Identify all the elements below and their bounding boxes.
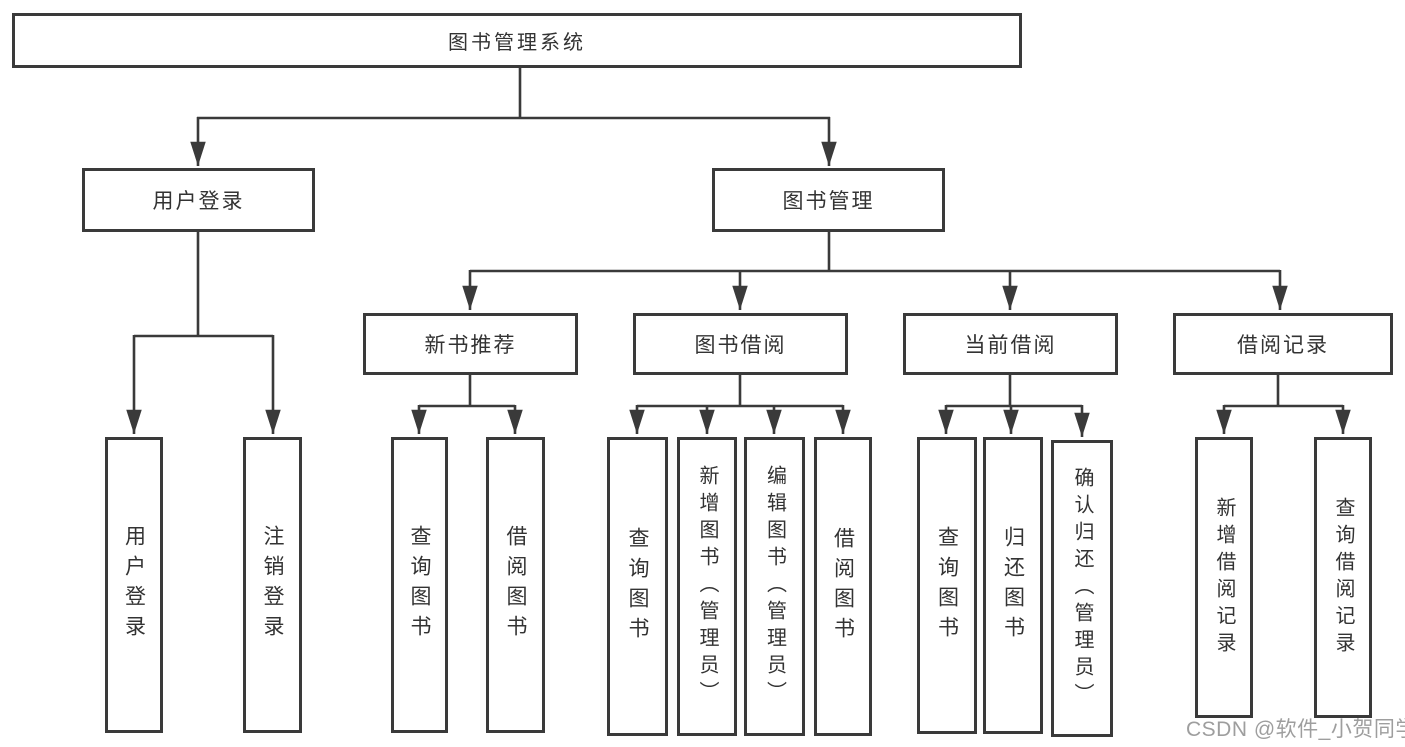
node-label: 借阅记录 <box>1237 334 1329 357</box>
leaf-user-login: 用户登录 <box>105 437 163 733</box>
node-label: 查询借阅记录 <box>1332 496 1354 659</box>
connector-root-to-level2 <box>190 66 837 166</box>
node-label: 图书管理系统 <box>448 32 586 54</box>
leaf-query-books-recommend: 查询图书 <box>391 437 448 733</box>
node-user-login: 用户登录 <box>82 168 315 232</box>
node-label: 借阅图书 <box>831 526 855 647</box>
node-label: 新增图书（管理员） <box>696 465 718 708</box>
node-label: 借阅图书 <box>504 525 527 645</box>
leaf-add-borrow-record: 新增借阅记录 <box>1195 437 1253 718</box>
leaf-logout: 注销登录 <box>243 437 302 733</box>
node-label: 注销登录 <box>261 525 284 645</box>
connector-borrow-records-branch <box>1216 375 1351 434</box>
node-label: 当前借阅 <box>964 334 1057 357</box>
leaf-edit-books-admin: 编辑图书（管理员） <box>744 437 805 736</box>
node-label: 确认归还（管理员） <box>1071 467 1093 710</box>
leaf-query-books-borrowing: 查询图书 <box>607 437 668 736</box>
connector-new-book-branch <box>411 375 523 434</box>
node-label: 图书管理 <box>782 190 875 213</box>
node-current-borrowing: 当前借阅 <box>903 313 1118 375</box>
leaf-query-borrow-record: 查询借阅记录 <box>1314 437 1372 718</box>
node-label: 用户登录 <box>152 190 245 213</box>
connector-current-borrow-branch <box>938 375 1090 437</box>
node-label: 编辑图书（管理员） <box>763 465 786 708</box>
leaf-borrow-books: 借阅图书 <box>814 437 872 736</box>
node-library-management-system: 图书管理系统 <box>12 13 1022 68</box>
leaf-add-books-admin: 新增图书（管理员） <box>677 437 737 736</box>
csdn-watermark: CSDN @软件_小贺同学 <box>1186 718 1405 741</box>
node-new-book-recommendation: 新书推荐 <box>363 313 578 375</box>
connector-book-management-branch <box>462 232 1288 310</box>
node-label: 查询图书 <box>408 525 431 645</box>
node-label: 用户登录 <box>122 525 146 645</box>
leaf-return-books: 归还图书 <box>983 437 1043 734</box>
node-label: 查询图书 <box>935 525 959 646</box>
leaf-borrow-books-recommend: 借阅图书 <box>486 437 545 733</box>
node-label: 新增借阅记录 <box>1213 496 1235 659</box>
node-book-management: 图书管理 <box>712 168 945 232</box>
node-label: 图书借阅 <box>694 334 787 357</box>
node-borrowing-records: 借阅记录 <box>1173 313 1393 375</box>
connector-book-borrow-branch <box>629 375 851 434</box>
node-label: 查询图书 <box>626 526 649 647</box>
leaf-query-books-current: 查询图书 <box>917 437 977 734</box>
leaf-confirm-return-admin: 确认归还（管理员） <box>1051 440 1113 737</box>
node-label: 新书推荐 <box>424 334 517 357</box>
node-label: 归还图书 <box>1001 525 1025 646</box>
connector-user-login-branch <box>126 232 281 434</box>
node-book-borrowing: 图书借阅 <box>633 313 848 375</box>
